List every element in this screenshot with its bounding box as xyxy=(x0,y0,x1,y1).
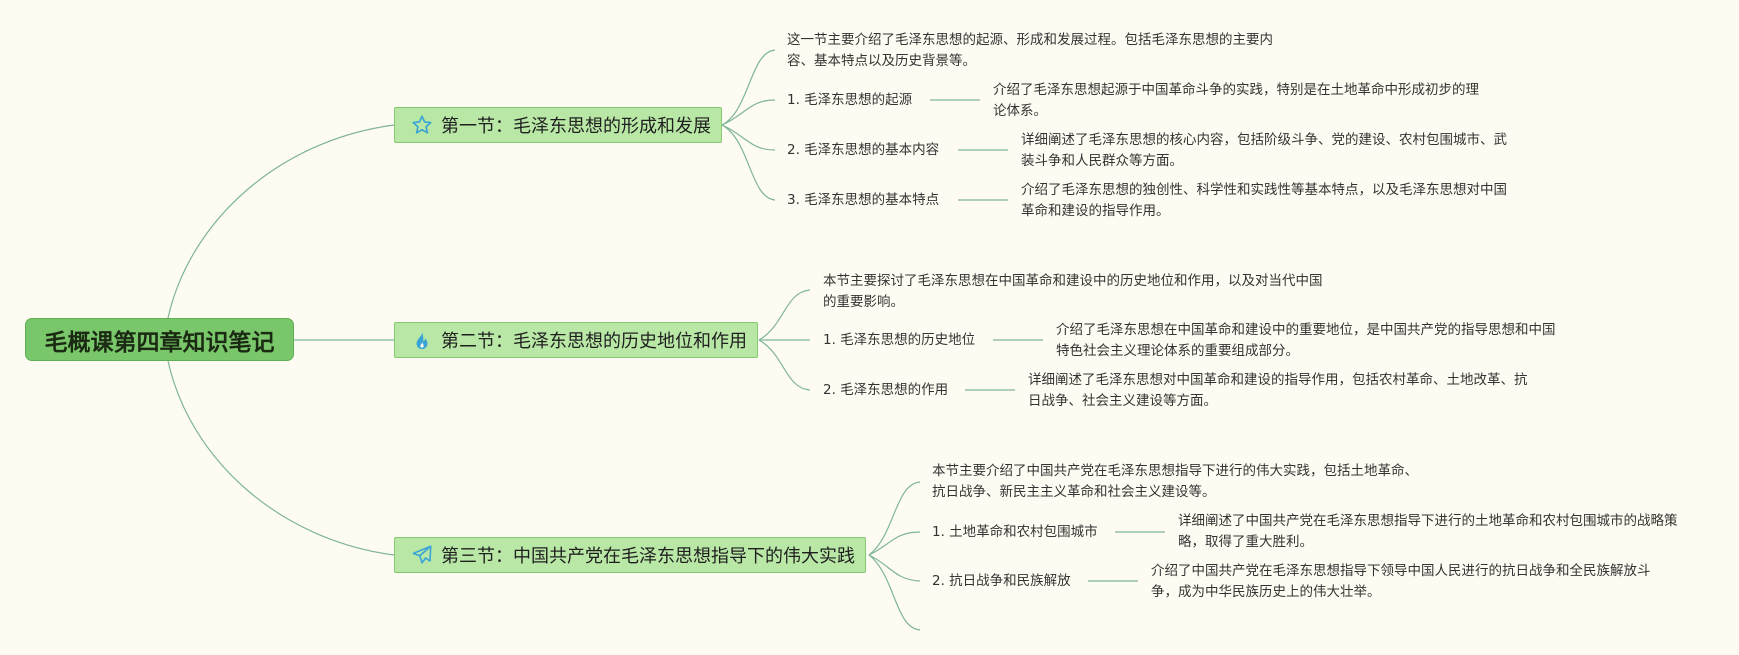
connector-s3-extra xyxy=(868,554,921,631)
paper-plane-icon xyxy=(411,544,433,566)
section-3-item-2-desc[interactable]: 介绍了中国共产党在毛泽东思想指导下领导中国人民进行的抗日战争和全民族解放斗争，成… xyxy=(1151,563,1651,600)
section-2-item-1[interactable]: 1. 毛泽东思想的历史地位 xyxy=(823,332,976,348)
section-2-title: 第二节：毛泽东思想的历史地位和作用 xyxy=(441,331,747,352)
connector-root-section-3 xyxy=(167,360,395,556)
section-2-item-1-desc[interactable]: 介绍了毛泽东思想在中国革命和建设中的重要地位，是中国共产党的指导思想和中国特色社… xyxy=(1056,322,1556,359)
root-topic[interactable]: 毛概课第四章知识笔记 xyxy=(25,318,294,361)
connector-s1-item2 xyxy=(721,124,776,151)
section-2-item-2[interactable]: 2. 毛泽东思想的作用 xyxy=(823,382,949,398)
connector-s1-summary xyxy=(721,49,776,126)
section-3-item-2[interactable]: 2. 抗日战争和民族解放 xyxy=(932,573,1071,589)
section-1-topic[interactable]: 第一节：毛泽东思想的形成和发展 xyxy=(394,107,722,143)
connector-s3-summary xyxy=(868,481,921,556)
connector-s2-item2 xyxy=(758,339,811,391)
section-2-summary[interactable]: 本节主要探讨了毛泽东思想在中国革命和建设中的历史地位和作用，以及对当代中国的重要… xyxy=(823,273,1323,310)
connector-s2-summary xyxy=(758,289,811,341)
section-3-item-1-desc[interactable]: 详细阐述了中国共产党在毛泽东思想指导下进行的土地革命和农村包围城市的战略策略，取… xyxy=(1178,513,1678,550)
section-3-item-1[interactable]: 1. 土地革命和农村包围城市 xyxy=(932,524,1098,540)
section-3-summary[interactable]: 本节主要介绍了中国共产党在毛泽东思想指导下进行的伟大实践，包括土地革命、抗日战争… xyxy=(932,463,1418,500)
section-2-item-2-desc[interactable]: 详细阐述了毛泽东思想对中国革命和建设的指导作用，包括农村革命、土地改革、抗日战争… xyxy=(1028,372,1528,409)
fire-icon xyxy=(411,329,433,351)
section-3-topic[interactable]: 第三节：中国共产党在毛泽东思想指导下的伟大实践 xyxy=(394,537,866,573)
connector-s3-item2 xyxy=(868,554,921,582)
connector-s1-item1 xyxy=(721,99,776,126)
section-3-title: 第三节：中国共产党在毛泽东思想指导下的伟大实践 xyxy=(441,546,855,567)
connector-root-section-1 xyxy=(167,124,395,319)
section-1-item-2-desc[interactable]: 详细阐述了毛泽东思想的核心内容，包括阶级斗争、党的建设、农村包围城市、武装斗争和… xyxy=(1021,132,1507,169)
section-2-topic[interactable]: 第二节：毛泽东思想的历史地位和作用 xyxy=(394,322,758,358)
section-1-item-1[interactable]: 1. 毛泽东思想的起源 xyxy=(787,92,913,108)
connector-s3-item1 xyxy=(868,531,921,556)
connector-s1-item3 xyxy=(721,124,776,201)
star-icon xyxy=(411,114,433,136)
section-1-item-2[interactable]: 2. 毛泽东思想的基本内容 xyxy=(787,142,940,158)
section-1-item-3-desc[interactable]: 介绍了毛泽东思想的独创性、科学性和实践性等基本特点，以及毛泽东思想对中国革命和建… xyxy=(1021,182,1507,219)
section-1-title: 第一节：毛泽东思想的形成和发展 xyxy=(441,116,711,137)
section-1-summary[interactable]: 这一节主要介绍了毛泽东思想的起源、形成和发展过程。包括毛泽东思想的主要内容、基本… xyxy=(787,32,1273,69)
section-1-item-1-desc[interactable]: 介绍了毛泽东思想起源于中国革命斗争的实践，特别是在土地革命中形成初步的理论体系。 xyxy=(993,82,1479,119)
section-1-item-3[interactable]: 3. 毛泽东思想的基本特点 xyxy=(787,192,940,208)
